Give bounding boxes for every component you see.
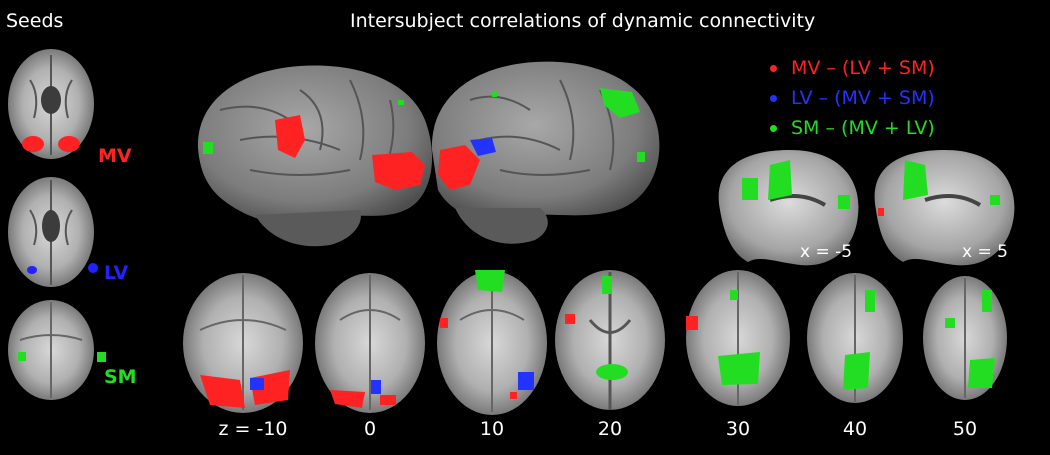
legend-dot-lv	[770, 94, 777, 102]
axial-slice-z-minus10	[183, 273, 303, 413]
legend: MV – (LV + SM) LV – (MV + SM) SM – (MV +…	[770, 53, 935, 143]
axial-slice-40	[807, 273, 903, 403]
legend-dot-sm	[770, 124, 777, 132]
figure-title: Intersubject correlations of dynamic con…	[350, 10, 816, 32]
sagittal-label-left: x = -5	[800, 242, 853, 262]
seed-label-lv: LV	[104, 262, 129, 284]
sagittal-slice-right	[874, 150, 1015, 266]
seed-slice-sm	[8, 300, 106, 400]
axial-slice-50	[923, 276, 1007, 400]
seed-label-sm: SM	[104, 366, 137, 388]
legend-label-sm: SM – (MV + LV)	[791, 117, 935, 139]
seed-slice-lv	[8, 177, 98, 287]
axial-label-0: 0	[363, 418, 377, 440]
legend-item-mv: MV – (LV + SM)	[770, 53, 935, 83]
axial-slice-30	[686, 270, 790, 406]
axial-label-40: 40	[842, 418, 868, 440]
axial-slice-10	[437, 270, 547, 415]
seed-label-mv: MV	[98, 145, 132, 167]
axial-label-30: 30	[725, 418, 751, 440]
axial-slice-0	[315, 273, 425, 413]
legend-item-lv: LV – (MV + SM)	[770, 83, 935, 113]
seed-slice-mv	[8, 49, 94, 159]
sagittal-slice-left	[718, 150, 859, 266]
sagittal-label-right: x = 5	[962, 242, 1008, 262]
axial-label-10: 10	[479, 418, 505, 440]
axial-label-20: 20	[597, 418, 623, 440]
legend-item-sm: SM – (MV + LV)	[770, 113, 935, 143]
surface-left-hemisphere	[197, 65, 433, 247]
legend-dot-mv	[770, 64, 777, 72]
seeds-heading: Seeds	[6, 10, 64, 32]
axial-label-50: 50	[952, 418, 978, 440]
legend-label-lv: LV – (MV + SM)	[791, 87, 935, 109]
legend-label-mv: MV – (LV + SM)	[791, 57, 935, 79]
axial-label-z-minus10: z = -10	[218, 418, 288, 440]
axial-slice-20	[555, 270, 665, 410]
surface-right-hemisphere	[431, 61, 660, 244]
